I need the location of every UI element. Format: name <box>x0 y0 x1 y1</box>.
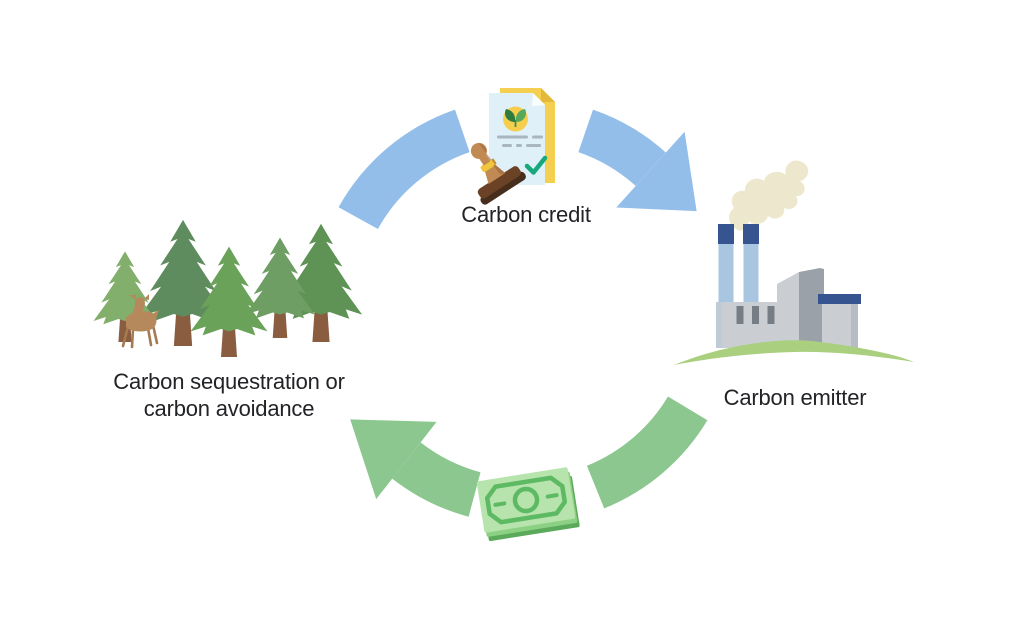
factory-annex-shade <box>851 304 858 348</box>
carbon-sequestration-label-line1: Carbon sequestration or <box>113 369 345 394</box>
forest-with-deer-icon <box>93 219 363 357</box>
carbon-sequestration-label: Carbon sequestration or carbon avoidance <box>113 368 345 422</box>
factory-windows <box>736 306 775 324</box>
carbon-credit-label: Carbon credit <box>461 202 591 227</box>
chimney-right <box>743 243 759 311</box>
factory-grass <box>674 340 914 365</box>
payment-flow-arrows <box>350 396 708 517</box>
certificate-paper-fold <box>532 93 545 106</box>
seedling-icon <box>503 106 528 132</box>
chimney-left <box>718 243 734 311</box>
factory-left-edge <box>716 302 722 348</box>
credit-flow-arc-right <box>578 109 666 186</box>
credit-flow-arc-left <box>338 109 470 229</box>
carbon-sequestration-label-line2: carbon avoidance <box>143 396 315 421</box>
chimney-right-cap <box>743 224 759 244</box>
payment-flow-arc-left <box>392 442 481 517</box>
chimney-left-cap <box>718 224 734 244</box>
money-stack-icon <box>476 467 580 542</box>
factory-dark-wall <box>799 268 824 348</box>
payment-flow-arrowhead <box>350 419 437 500</box>
payment-flow-arc-right <box>586 396 708 509</box>
stamp-icon <box>470 142 526 205</box>
certificate-with-stamp-icon <box>470 88 555 205</box>
smoke-icon <box>729 160 809 231</box>
certificate-text-lines <box>497 135 543 147</box>
certificate-back-fold <box>541 88 555 102</box>
deer-icon <box>121 294 159 349</box>
checkmark-icon <box>524 155 548 175</box>
credit-flow-arrows <box>338 109 697 229</box>
credit-flow-arrowhead <box>616 131 697 212</box>
certificate-paper <box>489 93 545 185</box>
factory-icon <box>674 160 914 365</box>
factory-annex-roof <box>818 294 861 304</box>
carbon-emitter-label: Carbon emitter <box>723 385 867 410</box>
